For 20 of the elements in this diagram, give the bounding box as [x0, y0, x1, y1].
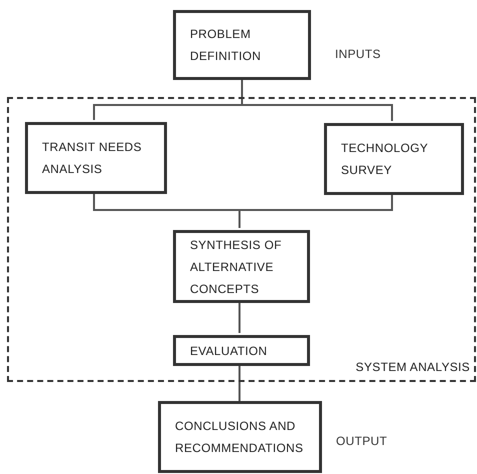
connector-line — [241, 80, 393, 121]
process-box — [25, 122, 167, 194]
process-box — [173, 10, 311, 80]
stage-label: OUTPUT — [336, 433, 388, 450]
connector-line — [238, 364, 240, 401]
group-title: SYSTEM ANALYSIS — [356, 359, 470, 376]
box-text: TRANSIT NEEDS ANALYSIS — [42, 139, 143, 178]
process-box — [173, 230, 310, 303]
connector-line — [238, 301, 240, 333]
box-text: SYNTHESIS OF ALTERNATIVE CONCEPTS — [190, 236, 283, 298]
process-box — [173, 335, 310, 366]
dashed-group-frame — [7, 97, 476, 382]
process-box — [158, 401, 322, 473]
stage-label: INPUTS — [335, 46, 381, 63]
box-text: TECHNOLOGY SURVEY — [341, 140, 429, 179]
box-text: EVALUATION — [190, 342, 268, 360]
box-text: PROBLEM DEFINITION — [190, 26, 262, 65]
connector-line — [238, 193, 393, 228]
box-text: CONCLUSIONS AND RECOMMENDATIONS — [175, 418, 304, 457]
process-box — [324, 123, 464, 195]
